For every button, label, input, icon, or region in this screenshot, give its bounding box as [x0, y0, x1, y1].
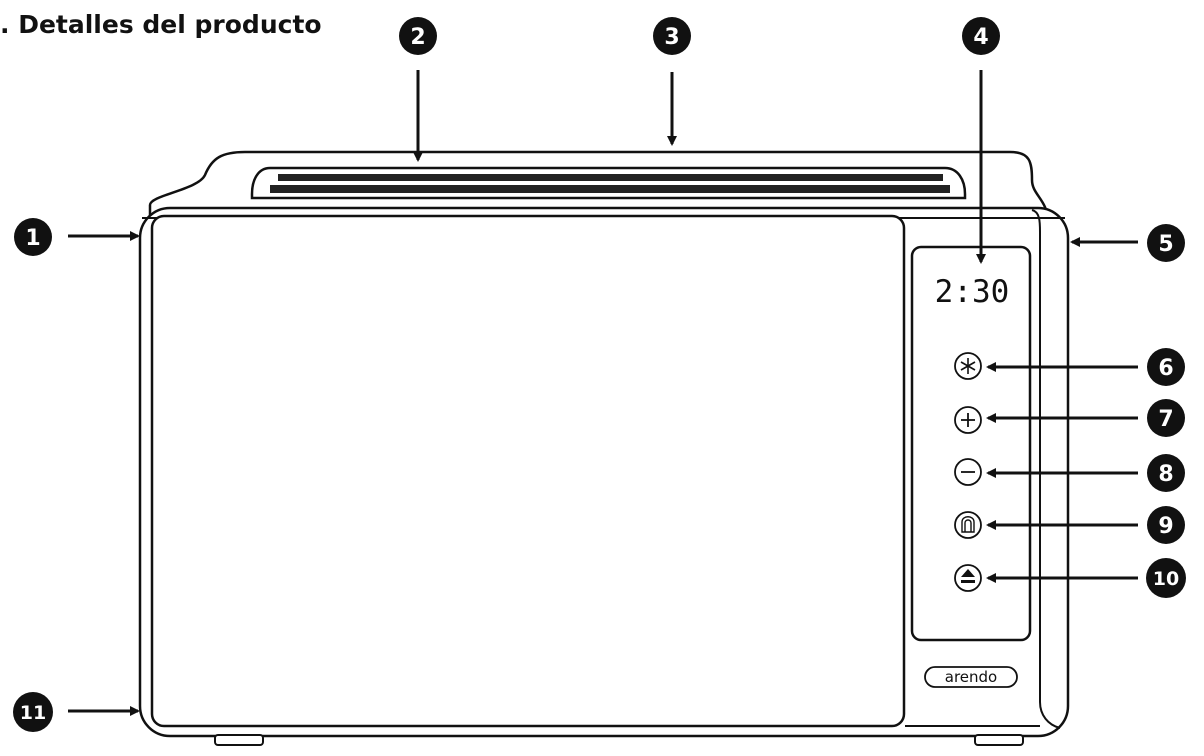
svg-text:1: 1: [25, 226, 40, 251]
callout-7: 7: [1147, 399, 1185, 437]
brand-name: arendo: [945, 668, 997, 686]
callout-2: 2: [399, 17, 437, 55]
svg-text:7: 7: [1158, 407, 1173, 432]
page-title: . Detalles del producto: [0, 10, 322, 39]
brand-logo: [924, 666, 1018, 688]
callout-9: 9: [1147, 506, 1185, 544]
defrost-icon: [960, 358, 976, 374]
svg-text:10: 10: [1153, 568, 1179, 590]
svg-text:2: 2: [410, 25, 425, 50]
svg-text:5: 5: [1158, 232, 1173, 257]
cancel-eject-icon: [961, 569, 975, 583]
svg-text:8: 8: [1158, 462, 1173, 487]
foot-left: [214, 734, 264, 746]
svg-text:3: 3: [664, 25, 679, 50]
minus-button[interactable]: [954, 458, 982, 486]
bagel-button[interactable]: [954, 511, 982, 539]
callout-8: 8: [1147, 454, 1185, 492]
cancel-eject-button[interactable]: [954, 564, 982, 592]
foot-right: [974, 734, 1024, 746]
svg-text:9: 9: [1158, 514, 1173, 539]
side-housing: [1031, 209, 1061, 729]
control-panel: [910, 245, 1032, 642]
bagel-icon: [961, 516, 975, 533]
callout-4: 4: [962, 17, 1000, 55]
callout-1: 1: [14, 218, 52, 256]
bread-slot: [250, 166, 967, 200]
defrost-button[interactable]: [954, 352, 982, 380]
callout-5: 5: [1147, 224, 1185, 262]
svg-text:11: 11: [20, 702, 46, 724]
display-time: 2:30: [935, 274, 1010, 310]
callout-11: 11: [13, 692, 53, 732]
plus-icon: [961, 413, 975, 427]
svg-text:6: 6: [1158, 356, 1173, 381]
svg-text:4: 4: [973, 25, 988, 50]
callout-6: 6: [1147, 348, 1185, 386]
toaster-top-outline: [148, 150, 1050, 223]
front-panel: [150, 214, 906, 728]
plus-button[interactable]: [954, 406, 982, 434]
callout-10: 10: [1146, 558, 1186, 598]
callout-3: 3: [653, 17, 691, 55]
